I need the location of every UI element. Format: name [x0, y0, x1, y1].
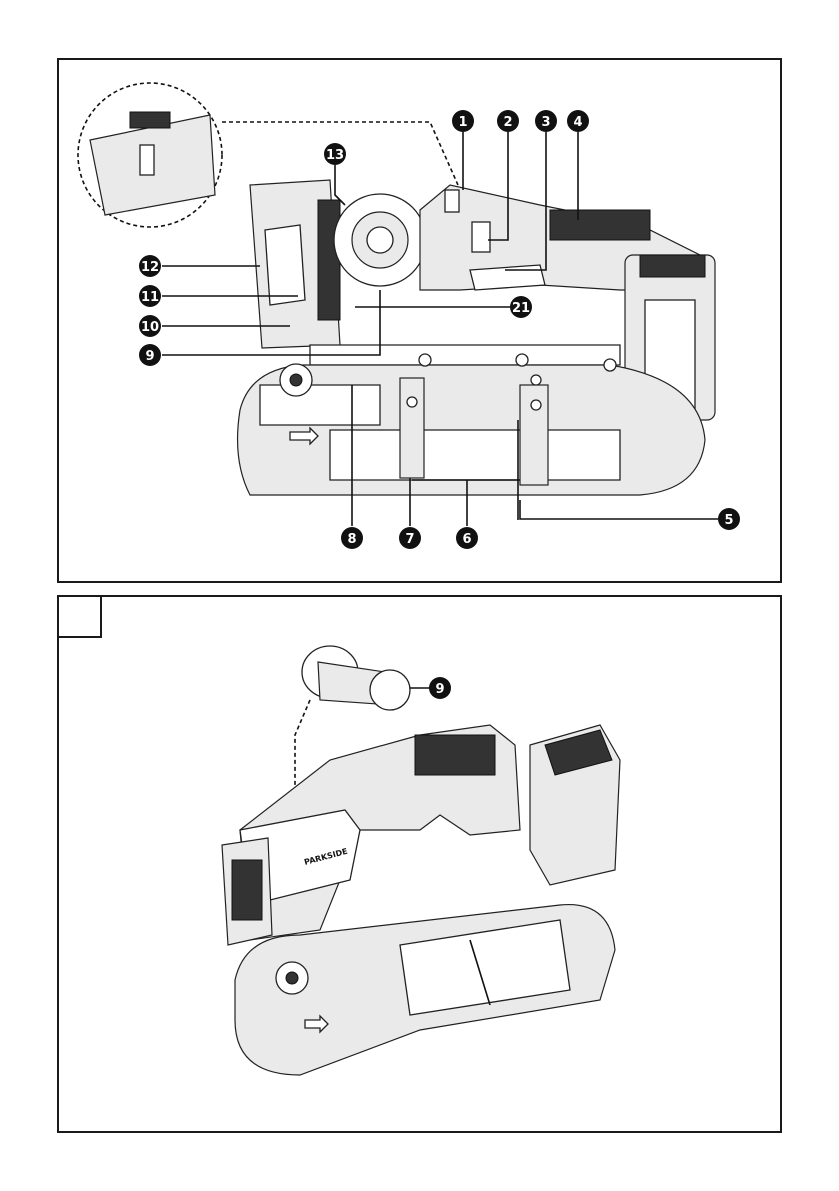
leader-5 — [520, 500, 718, 519]
callout-6: 6 — [456, 527, 478, 549]
part-9-front — [370, 670, 410, 710]
lock-button — [445, 190, 459, 212]
screw-4 — [407, 397, 417, 407]
callout-11: 11 — [139, 285, 161, 307]
speed-dial — [472, 222, 490, 252]
svg-text:5: 5 — [724, 513, 733, 528]
detail-switch — [130, 112, 170, 128]
callout-7: 7 — [399, 527, 421, 549]
svg-text:21: 21 — [512, 301, 530, 316]
grip-texture — [550, 210, 650, 240]
callout-5: 5 — [718, 508, 740, 530]
screw-5 — [531, 375, 541, 385]
svg-text:9: 9 — [435, 682, 444, 697]
svg-text:12: 12 — [141, 260, 159, 275]
svg-text:2: 2 — [503, 115, 512, 130]
callout-8: 8 — [341, 527, 363, 549]
callout-13: 13 — [324, 143, 346, 165]
svg-text:11: 11 — [141, 290, 159, 305]
battery-pack-b-vents — [232, 860, 262, 920]
battery-logo-band — [640, 255, 705, 277]
screw-1 — [419, 354, 431, 366]
callout-21: 21 — [510, 296, 532, 318]
callout-4: 4 — [567, 110, 589, 132]
bandsaw-side-view — [78, 83, 715, 520]
screw-2 — [516, 354, 528, 366]
bandsaw-perspective-view: PARKSIDE — [222, 646, 620, 1075]
screw-3 — [604, 359, 616, 371]
callout-b-9: 9 — [429, 677, 451, 699]
callout-10: 10 — [139, 315, 161, 337]
battery-release — [265, 225, 305, 305]
svg-text:6: 6 — [462, 532, 471, 547]
svg-text:10: 10 — [141, 320, 159, 335]
grip-texture-b — [415, 735, 495, 775]
callout-12: 12 — [139, 255, 161, 277]
callout-1: 1 — [452, 110, 474, 132]
callout-9: 9 — [139, 344, 161, 366]
screw-6 — [531, 400, 541, 410]
callout-2: 2 — [497, 110, 519, 132]
leader-13 — [335, 165, 345, 205]
svg-text:1: 1 — [458, 115, 467, 130]
wheel-axle — [367, 227, 393, 253]
svg-text:7: 7 — [405, 532, 414, 547]
trigger — [470, 265, 545, 290]
cut-window — [330, 430, 620, 480]
battery-vents — [318, 200, 340, 320]
svg-text:3: 3 — [541, 115, 550, 130]
svg-text:13: 13 — [326, 148, 344, 163]
detail-slot — [140, 145, 154, 175]
svg-text:4: 4 — [573, 115, 582, 130]
blade-guide-left — [400, 378, 424, 478]
svg-text:9: 9 — [145, 349, 154, 364]
svg-text:8: 8 — [347, 532, 356, 547]
front-wheel-knob-center — [290, 374, 302, 386]
callout-3: 3 — [535, 110, 557, 132]
knob-b-center — [286, 972, 298, 984]
front-guard — [260, 385, 380, 425]
